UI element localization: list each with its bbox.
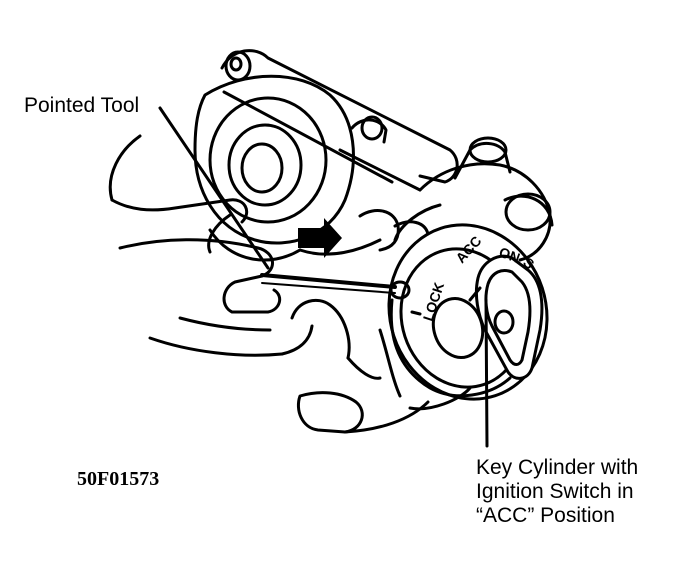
pointed-tool [260, 273, 411, 300]
direction-arrow [298, 218, 342, 258]
key-cylinder-callout-line1: Key Cylinder with [476, 456, 639, 479]
figure-code: 50F01573 [77, 468, 160, 490]
column-housing [193, 74, 382, 262]
key-cylinder-callout-line3: “ACC” Position [476, 504, 615, 527]
right-hand [290, 209, 472, 434]
dial-mark-on: ON [497, 244, 522, 266]
key-cylinder-callout: Key Cylinder with Ignition Switch in “AC… [476, 456, 638, 528]
dial-mark-acc: ACC [452, 233, 484, 266]
upper-bracket [220, 49, 459, 192]
leader-lines [158, 106, 489, 448]
key-cylinder-callout-line2: Ignition Switch in [476, 480, 634, 503]
ignition-key [468, 254, 544, 380]
pointed-tool-callout: Pointed Tool [24, 94, 140, 117]
left-hand [108, 134, 314, 357]
